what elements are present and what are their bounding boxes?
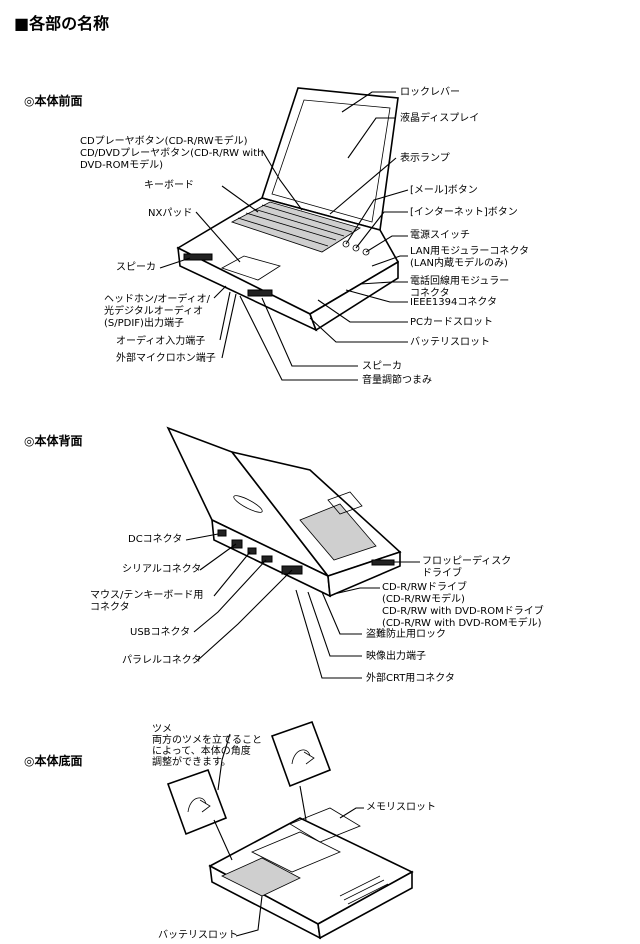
label-internet-button: [インターネット]ボタン [410, 207, 518, 218]
label-mouse-kb: マウス/テンキーボード用 コネクタ [90, 590, 204, 613]
label-floppy: フロッピーディスク ドライブ [422, 556, 512, 579]
label-usb: USBコネクタ [130, 627, 191, 638]
label-audio-in: オーディオ入力端子 [116, 336, 206, 347]
back-heading: ◎本体背面 [24, 434, 83, 448]
label-video: 映像出力端子 [366, 651, 426, 662]
label-lcd: 液晶ディスプレイ [400, 113, 480, 124]
bottom-heading: ◎本体底面 [24, 754, 83, 768]
label-headphone: ヘッドホン/オーディオ/ 光デジタルオーディオ (S/PDIF)出力端子 [104, 294, 211, 329]
tab-detail-inset-left [166, 768, 228, 836]
label-dc: DCコネクタ [128, 534, 183, 545]
label-mic: 外部マイクロホン端子 [116, 353, 216, 364]
label-memory: メモリスロット [366, 802, 436, 813]
label-speaker-left: スピーカ [116, 262, 156, 273]
label-volume: 音量調節つまみ [362, 375, 432, 386]
label-tab-note: ツメ 両方のツメを立てること によって、本体の角度 調整ができます。 [152, 724, 262, 768]
back-laptop-illustration [166, 426, 402, 598]
label-ieee1394: IEEE1394コネクタ [410, 297, 497, 308]
label-phone: 電話回線用モジュラー コネクタ [410, 276, 510, 299]
label-crt: 外部CRT用コネクタ [366, 673, 455, 684]
label-serial: シリアルコネクタ [122, 564, 202, 575]
bottom-leader-lines [213, 733, 364, 937]
label-speaker-right: スピーカ [362, 361, 402, 372]
label-lock: 盗難防止用ロック [366, 629, 446, 640]
label-mail-button: [メール]ボタン [410, 185, 478, 196]
label-cd-button: CDプレーヤボタン(CD-R/RWモデル) CD/DVDプレーヤボタン(CD-R… [80, 136, 264, 171]
label-battery-bottom: バッテリスロット [158, 930, 238, 941]
label-cdrw: CD-R/RWドライブ (CD-R/RWモデル) CD-R/RW with DV… [382, 582, 544, 629]
label-lock-lever: ロックレバー [400, 87, 460, 98]
tab-detail-inset-right [270, 720, 332, 788]
label-indicator: 表示ランプ [400, 153, 450, 164]
label-battery-slot: バッテリスロット [410, 337, 490, 348]
label-pc-card: PCカードスロット [410, 317, 494, 328]
label-parallel: パラレルコネクタ [122, 655, 202, 666]
label-nx-pad: NXパッド [148, 208, 193, 219]
back-leader-lines [185, 533, 420, 679]
front-leader-lines [159, 91, 409, 381]
label-keyboard: キーボード [144, 180, 194, 191]
bottom-laptop-illustration [208, 807, 414, 940]
page-title: ■各部の名称 [14, 14, 110, 33]
label-power-switch: 電源スイッチ [410, 230, 470, 241]
label-lan: LAN用モジュラーコネクタ (LAN内蔵モデルのみ) [410, 246, 530, 269]
front-laptop-illustration [176, 87, 400, 332]
front-heading: ◎本体前面 [24, 94, 83, 108]
